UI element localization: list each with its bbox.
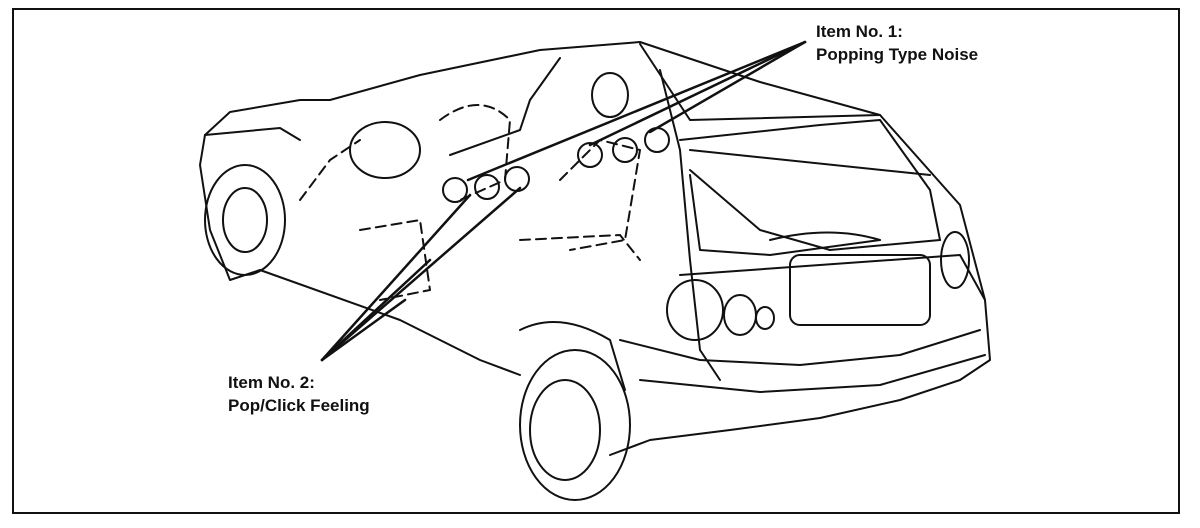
trim-clips: [442, 127, 670, 203]
diagram-frame: [12, 8, 1180, 514]
callout-item-2: Item No. 2: Pop/Click Feeling: [228, 371, 370, 417]
callout-item-1-number: Item No. 1:: [816, 22, 903, 41]
interior: [299, 72, 641, 301]
callout-item-1: Item No. 1: Popping Type Noise: [816, 20, 978, 66]
tail-lights: [666, 231, 970, 341]
leader-lines-item1: [466, 40, 807, 182]
rear-hatch: [619, 119, 986, 393]
callout-item-2-number: Item No. 2:: [228, 373, 315, 392]
callout-item-2-description: Pop/Click Feeling: [228, 396, 370, 415]
leader-lines-item2: [320, 186, 522, 362]
callout-item-1-description: Popping Type Noise: [816, 45, 979, 64]
wheels: [204, 164, 631, 501]
